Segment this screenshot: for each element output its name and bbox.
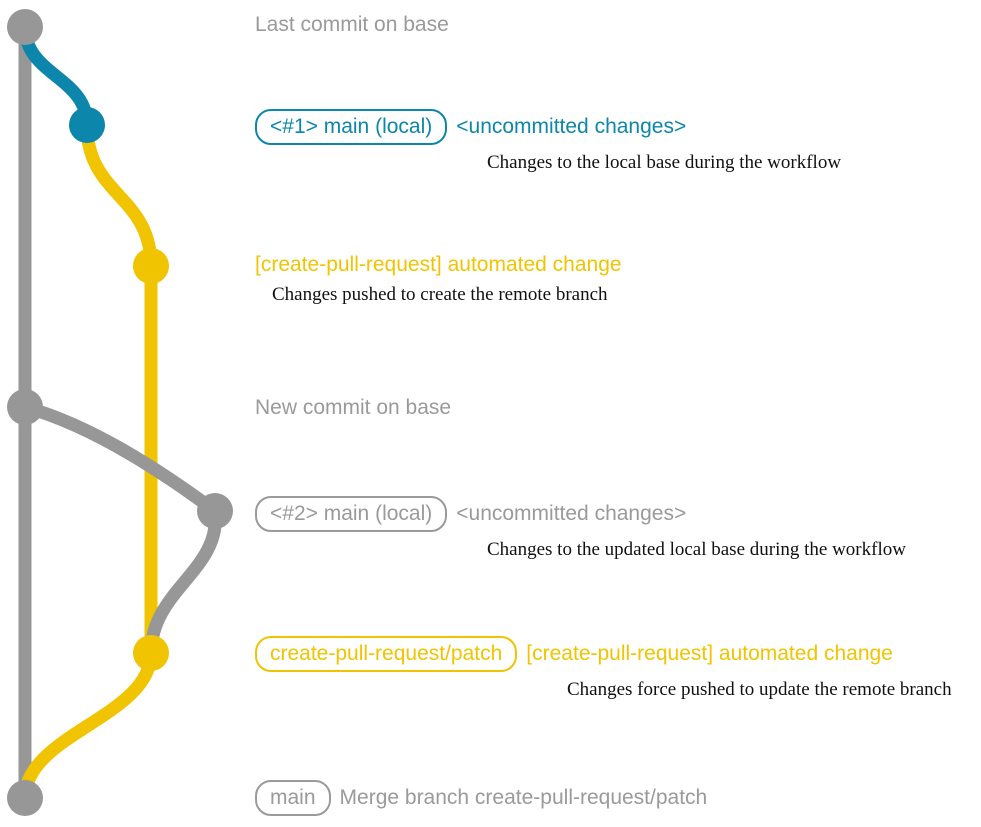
commit-description: Changes pushed to create the remote bran… — [272, 284, 608, 305]
node-base-last-commit — [7, 9, 43, 45]
commit-description: Changes to the updated local base during… — [487, 539, 906, 560]
edge-local-2-to-remote-2 — [144, 504, 222, 660]
branch-badge-create-pull-request-patch[interactable]: create-pull-request/patch — [255, 636, 518, 672]
edge-base-to-local-2 — [18, 400, 222, 518]
node-base-merge-commit — [7, 780, 43, 816]
node-remote-commit-1 — [133, 248, 169, 284]
commit-subject: New commit on base — [255, 396, 452, 419]
node-base-new-commit — [7, 389, 43, 425]
commit-row-head: <#2> main (local) <uncommitted changes> — [255, 496, 686, 532]
branch-badge-main-local-2[interactable]: <#2> main (local) — [255, 496, 448, 532]
commit-row-last-commit-on-base: Last commit on base — [255, 13, 449, 37]
commit-row-head: Last commit on base — [255, 13, 449, 37]
commit-row-remote-automated-change-2: create-pull-request/patch [create-pull-r… — [255, 636, 952, 701]
node-remote-commit-2 — [133, 635, 169, 671]
commit-subject: <uncommitted changes> — [456, 502, 687, 525]
commit-description: Changes force pushed to update the remot… — [567, 679, 952, 700]
commit-row-remote-automated-change-1: [create-pull-request] automated change C… — [255, 253, 622, 306]
edge-remote-2-to-merge — [18, 646, 158, 805]
commit-description: Changes to the local base during the wor… — [487, 152, 842, 173]
commit-subject: Last commit on base — [255, 13, 449, 36]
edge-local-1-to-remote-1 — [80, 118, 158, 273]
commit-row-new-commit-on-base: New commit on base — [255, 396, 451, 420]
node-local-commit-1 — [69, 107, 105, 143]
commit-subject: <uncommitted changes> — [456, 115, 687, 138]
branch-badge-main[interactable]: main — [255, 780, 331, 816]
commit-row-head: main Merge branch create-pull-request/pa… — [255, 780, 707, 816]
commit-row-local-uncommitted-1: <#1> main (local) <uncommitted changes> … — [255, 109, 841, 174]
commit-row-merge-commit: main Merge branch create-pull-request/pa… — [255, 780, 707, 816]
commit-subject: [create-pull-request] automated change — [255, 253, 622, 276]
node-local-commit-2 — [197, 493, 233, 529]
commit-subject: Merge branch create-pull-request/patch — [339, 786, 708, 809]
commit-row-head: <#1> main (local) <uncommitted changes> — [255, 109, 686, 145]
commit-subject: [create-pull-request] automated change — [526, 642, 893, 665]
commit-row-head: create-pull-request/patch [create-pull-r… — [255, 636, 893, 672]
commit-row-head: New commit on base — [255, 396, 451, 420]
commit-nodes — [7, 9, 233, 816]
branch-badge-main-local-1[interactable]: <#1> main (local) — [255, 109, 448, 145]
commit-row-head: [create-pull-request] automated change — [255, 253, 622, 277]
commit-row-local-uncommitted-2: <#2> main (local) <uncommitted changes> … — [255, 496, 906, 561]
